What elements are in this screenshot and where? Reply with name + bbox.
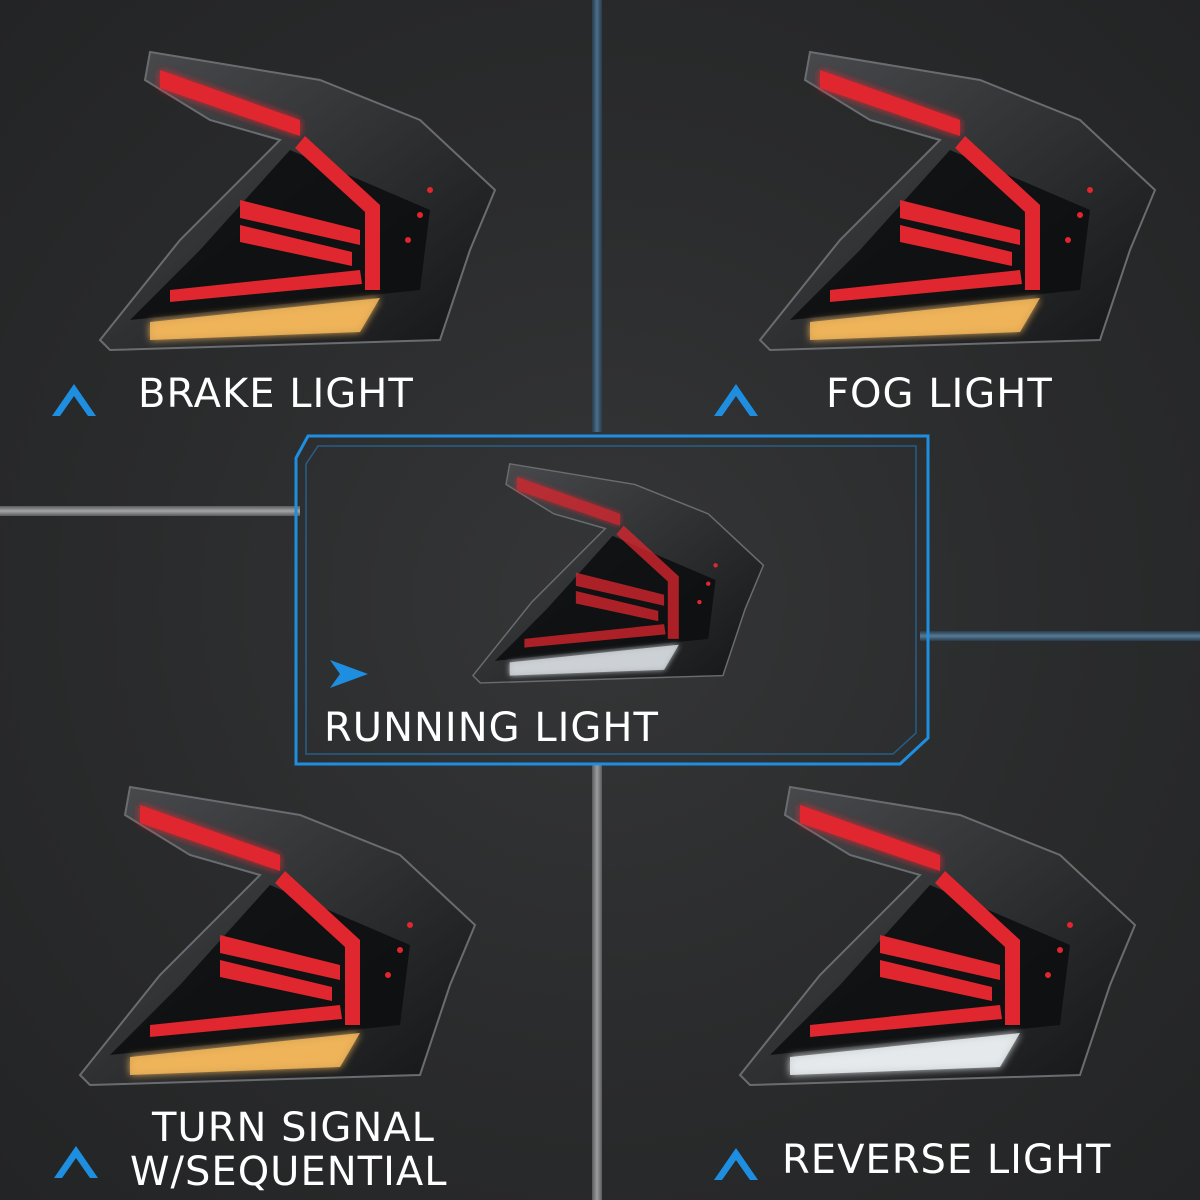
tail-lamp-image (758, 50, 1157, 352)
chevron-right-icon (330, 660, 368, 688)
brake-light-label: BRAKE LIGHT (138, 371, 414, 417)
tail-lamp-image (471, 462, 765, 684)
chevron-up-icon (54, 1146, 98, 1178)
fog-light-label: FOG LIGHT (826, 371, 1053, 417)
divider-vertical-top (592, 0, 602, 432)
running-light-frame (288, 428, 936, 768)
divider-vertical-bottom (592, 765, 602, 1200)
running-light-panel (440, 455, 800, 705)
chevron-up-icon (52, 384, 96, 416)
divider-horizontal-right (920, 631, 1200, 641)
turn-signal-label-line1: TURN SIGNAL (152, 1105, 435, 1151)
turn-signal-label-line2: W/SEQUENTIAL (130, 1149, 448, 1195)
running-light-label: RUNNING LIGHT (324, 705, 659, 751)
brake-light-panel (90, 40, 510, 380)
chevron-up-icon (714, 384, 758, 416)
tail-lamp-image (738, 785, 1137, 1087)
turn-signal-panel (70, 775, 490, 1115)
tail-lamp-image (78, 785, 477, 1087)
reverse-light-panel (730, 775, 1150, 1115)
tail-lamp-image (98, 50, 497, 352)
fog-light-panel (750, 40, 1170, 380)
reverse-light-label: REVERSE LIGHT (782, 1137, 1112, 1183)
chevron-up-icon (714, 1148, 758, 1180)
divider-horizontal-left (0, 506, 300, 516)
